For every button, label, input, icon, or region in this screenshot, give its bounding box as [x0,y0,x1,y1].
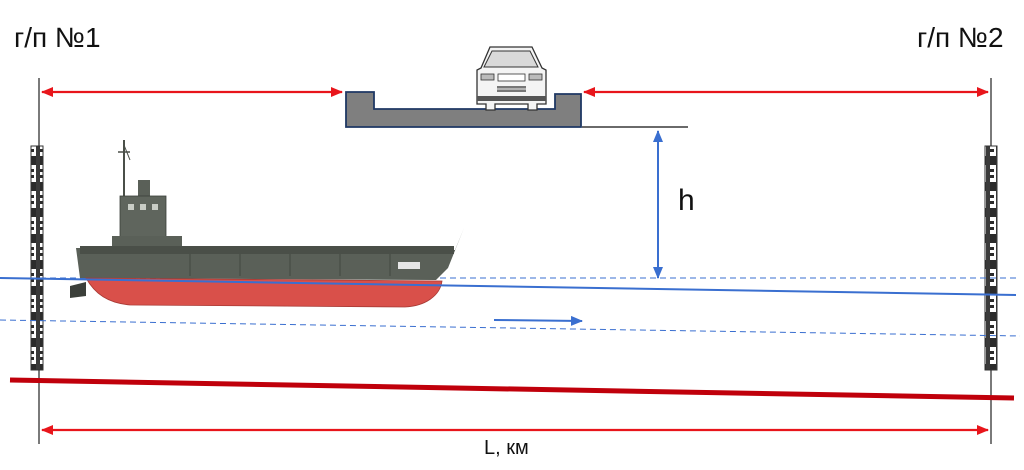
gauge-station-2-label: г/п №2 [917,22,1004,53]
bridge-deck [345,91,582,128]
riverbed-line [9,377,1015,401]
barge-icon [70,140,464,308]
clearance-height-label: h [678,184,695,217]
water-level-dashed-lower [0,319,1021,337]
gauge-staff-icon [984,145,998,371]
gauge-staff-icon [30,145,44,371]
car-icon [476,46,547,111]
water-surface-line [0,277,1017,296]
gauge-station-1-label: г/п №1 [14,22,101,53]
flow-arrow-icon [493,315,583,326]
distance-label: L, км [484,437,529,459]
